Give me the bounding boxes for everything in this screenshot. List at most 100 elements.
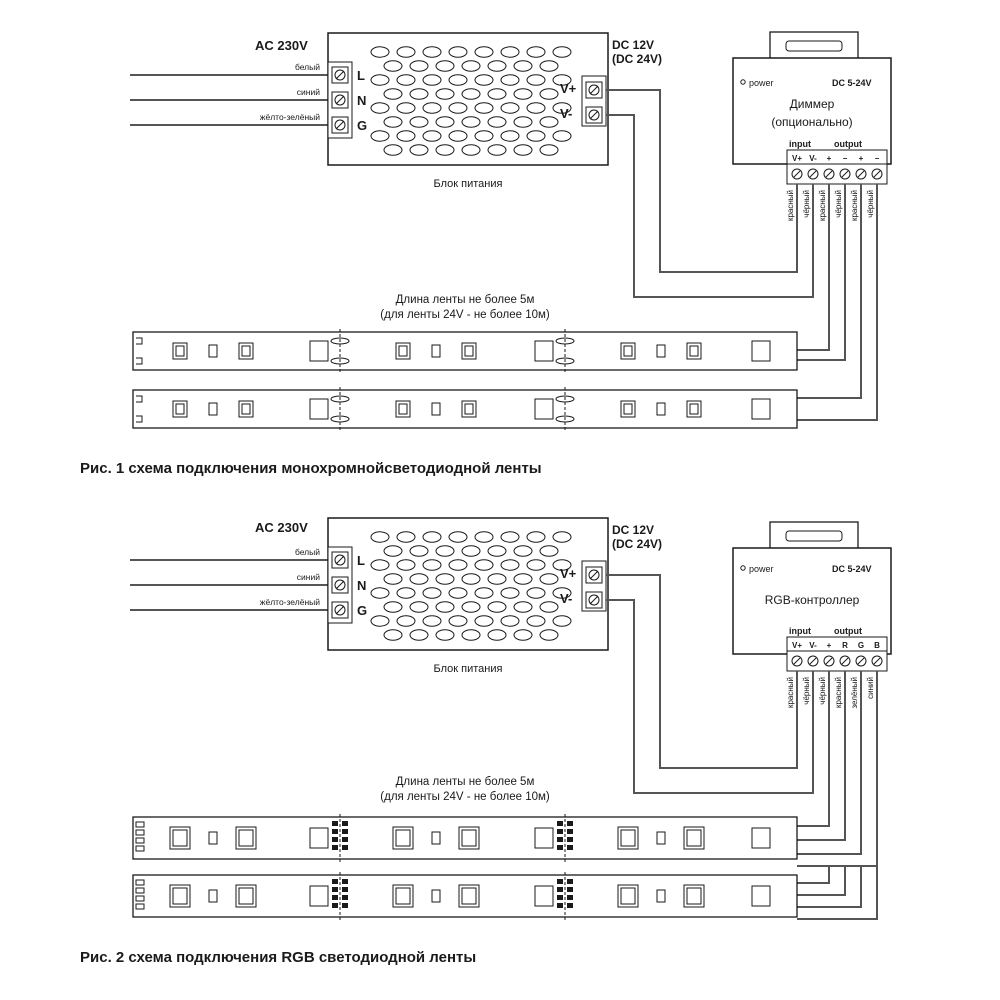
vent-hole xyxy=(474,615,494,627)
vent-hole xyxy=(435,573,455,585)
vent-hole xyxy=(370,587,390,599)
vent-hole xyxy=(474,130,494,142)
wire-strip2-b xyxy=(797,866,846,896)
vent-hole xyxy=(526,130,546,142)
wire-color-label: чёрный xyxy=(834,190,843,218)
led-chip xyxy=(169,884,191,908)
wire-strip2-plus xyxy=(797,184,862,399)
vent-hole xyxy=(526,615,546,627)
led-lens xyxy=(398,345,408,357)
wire-color-label: чёрный xyxy=(818,677,827,705)
vent-hole xyxy=(383,601,403,613)
screw-head xyxy=(855,168,867,180)
vent-hole xyxy=(396,102,416,114)
led-lens xyxy=(172,829,188,847)
vent-hole xyxy=(474,587,494,599)
terminal-vminus: V- xyxy=(560,591,572,606)
solder-pad xyxy=(332,837,338,842)
led-chip xyxy=(461,342,477,360)
solder-pad xyxy=(557,887,563,892)
vent-hole xyxy=(474,559,494,571)
screw-head xyxy=(839,168,851,180)
vent-hole xyxy=(422,587,442,599)
solder-pad xyxy=(135,879,145,886)
vent-hole xyxy=(448,559,468,571)
vent-hole xyxy=(409,60,429,72)
screw-head xyxy=(334,579,346,591)
screw-head xyxy=(791,168,803,180)
vent-hole xyxy=(396,559,416,571)
terminal-G: G xyxy=(357,118,367,133)
wire-strip1-b xyxy=(797,671,846,841)
led-chip xyxy=(238,342,254,360)
vent-hole xyxy=(513,629,533,641)
solder-pad xyxy=(330,395,350,403)
screw-head xyxy=(871,168,883,180)
vent-hole xyxy=(539,60,559,72)
led-lens xyxy=(461,829,477,847)
power-supply xyxy=(327,517,609,651)
dc-label: DC 12V xyxy=(612,38,654,52)
resistor xyxy=(208,344,218,358)
screw-slot xyxy=(335,605,345,615)
power-supply xyxy=(327,32,609,166)
power-label: power xyxy=(749,78,774,88)
solder-pad xyxy=(557,821,563,826)
led-chip xyxy=(751,340,771,362)
solder-pad xyxy=(567,903,573,908)
led-chip xyxy=(617,884,639,908)
resistor xyxy=(431,831,441,845)
vent-hole xyxy=(461,629,481,641)
vent-hole xyxy=(448,587,468,599)
vent-hole xyxy=(487,144,507,156)
terminal-N: N xyxy=(357,578,366,593)
vent-hole xyxy=(409,601,429,613)
wire-strip1-c xyxy=(797,671,862,855)
vent-hole xyxy=(448,130,468,142)
pin-label: − xyxy=(875,154,880,163)
led-chip xyxy=(169,826,191,850)
screw-head xyxy=(334,119,346,131)
screw-head xyxy=(334,69,346,81)
vent-hole xyxy=(396,46,416,58)
vent-hole xyxy=(526,559,546,571)
led-chip xyxy=(309,827,329,849)
solder-pad xyxy=(342,887,348,892)
solder-pad xyxy=(557,829,563,834)
led-chip xyxy=(751,398,771,420)
vent-hole xyxy=(539,88,559,100)
resistor xyxy=(431,889,441,903)
vent-hole xyxy=(422,46,442,58)
screw-slot xyxy=(809,170,817,178)
led-strip xyxy=(132,387,798,431)
led-chip xyxy=(534,340,554,362)
vent-hole xyxy=(526,531,546,543)
solder-pad xyxy=(342,903,348,908)
solder-pad xyxy=(135,829,145,836)
figure-1-monochrome: AC 230V белый синий жёлто-зелёный L N G … xyxy=(80,31,892,477)
wire-vminus xyxy=(606,114,814,298)
solder-pad xyxy=(557,837,563,842)
vent-hole xyxy=(435,629,455,641)
vent-hole xyxy=(370,102,390,114)
vent-hole xyxy=(409,629,429,641)
led-chip xyxy=(534,398,554,420)
pin-label: V+ xyxy=(792,641,802,650)
pin-label: + xyxy=(827,641,832,650)
vent-hole xyxy=(474,74,494,86)
vent-hole xyxy=(383,88,403,100)
vent-hole xyxy=(409,144,429,156)
output-label: output xyxy=(834,626,862,636)
vent-hole xyxy=(383,116,403,128)
screw-slot xyxy=(793,170,801,178)
vent-hole xyxy=(487,60,507,72)
vent-hole xyxy=(383,545,403,557)
led-chip xyxy=(751,827,771,849)
terminal-screws-in xyxy=(331,66,349,134)
vent-hole xyxy=(461,545,481,557)
device-voltage: DC 5-24V xyxy=(832,564,872,574)
vent-hole xyxy=(513,144,533,156)
vent-hole xyxy=(474,46,494,58)
vent-hole xyxy=(526,46,546,58)
